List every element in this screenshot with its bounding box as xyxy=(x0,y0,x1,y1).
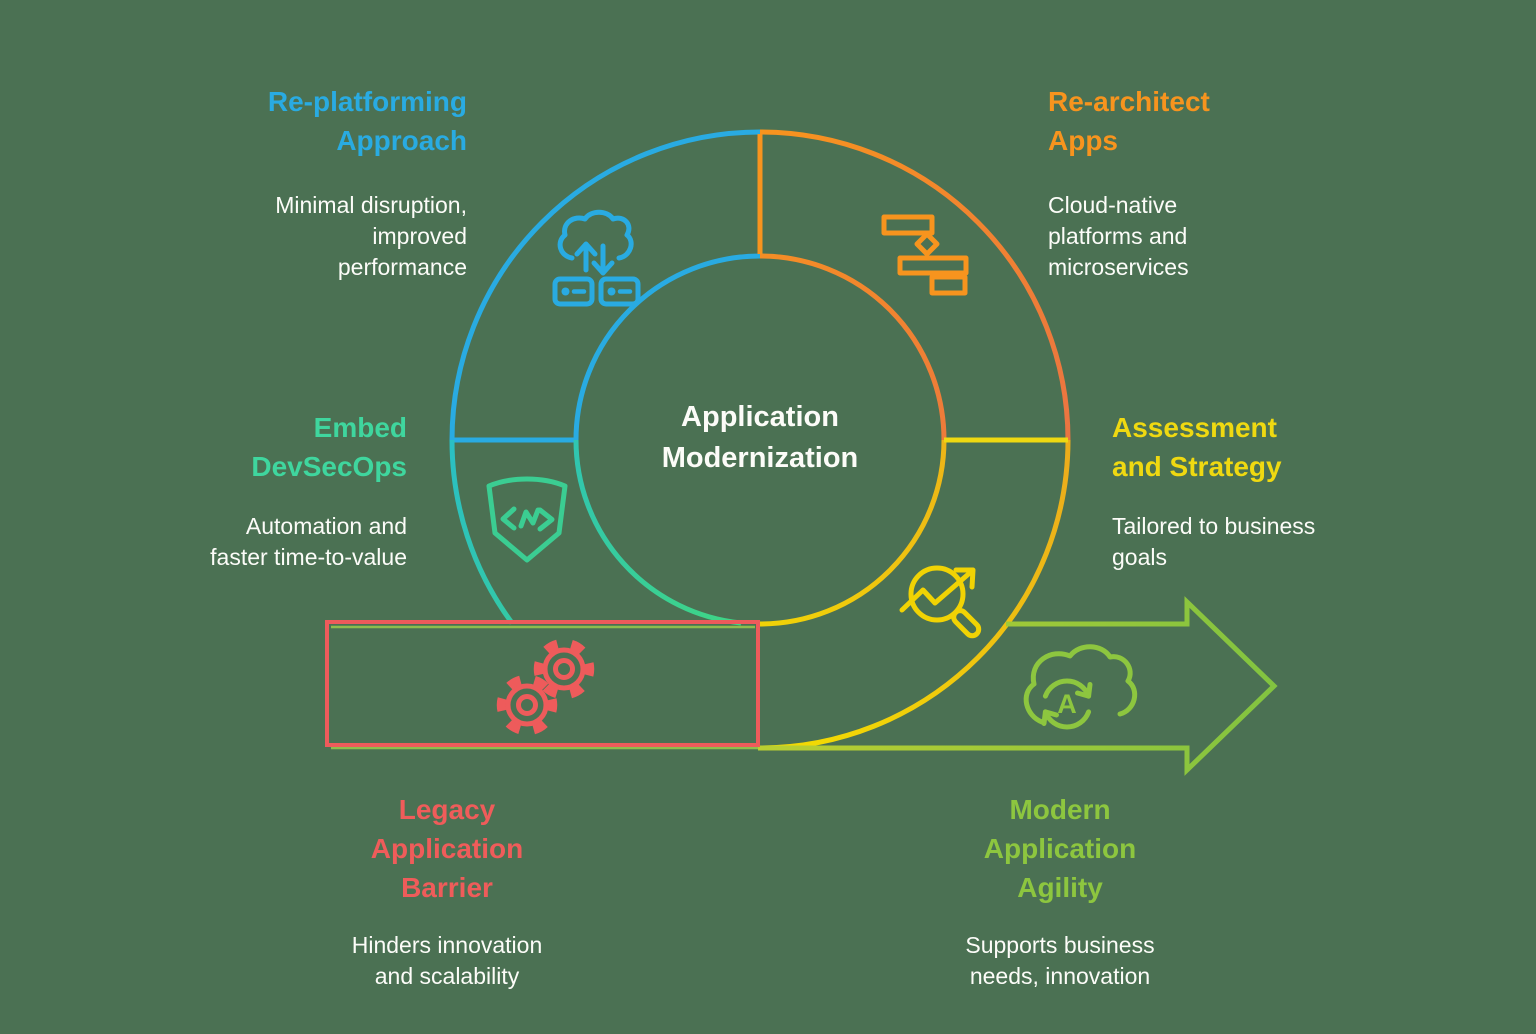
section-desc-rearchitect: Cloud-native platforms and microservices xyxy=(1048,192,1189,280)
section-title-rearchitect: Re-architect Apps xyxy=(1048,86,1210,156)
ring-quadrant-assessment xyxy=(759,437,1071,751)
gears-icon xyxy=(496,638,595,736)
section-desc-assessment: Tailored to business goals xyxy=(1112,513,1316,570)
cloud-refresh-icon: A xyxy=(1023,644,1138,730)
section-title-assessment: Assessment and Strategy xyxy=(1112,412,1282,482)
cloud-migration-icon xyxy=(552,209,641,307)
ring-quadrant-rearchitect xyxy=(757,129,1071,441)
section-desc-devsecops: Automation and faster time-to-value xyxy=(210,513,407,570)
ring-quadrant-replatforming xyxy=(449,129,761,443)
legacy-rectangle xyxy=(325,620,760,747)
section-desc-modern: Supports business needs, innovation xyxy=(965,932,1155,989)
section-desc-legacy: Hinders innovation and scalability xyxy=(351,932,543,989)
section-title-legacy: Legacy Application Barrier xyxy=(370,794,524,903)
section-desc-replatforming: Minimal disruption, improved performance xyxy=(275,192,467,280)
center-title: Application Modernization xyxy=(661,401,859,474)
section-title-devsecops: Embed DevSecOps xyxy=(251,412,407,482)
magnifier-trend-icon xyxy=(899,565,982,639)
arrow-band-underlay xyxy=(331,625,758,750)
agility-letter: A xyxy=(1057,689,1077,719)
modern-arrow xyxy=(758,596,1278,776)
ring-quadrant-devsecops xyxy=(449,439,742,626)
workflow-blocks-icon xyxy=(881,214,969,296)
section-title-replatforming: Re-platforming Approach xyxy=(267,86,467,156)
shield-code-icon xyxy=(486,476,568,563)
section-title-modern: Modern Application Agility xyxy=(983,794,1137,903)
